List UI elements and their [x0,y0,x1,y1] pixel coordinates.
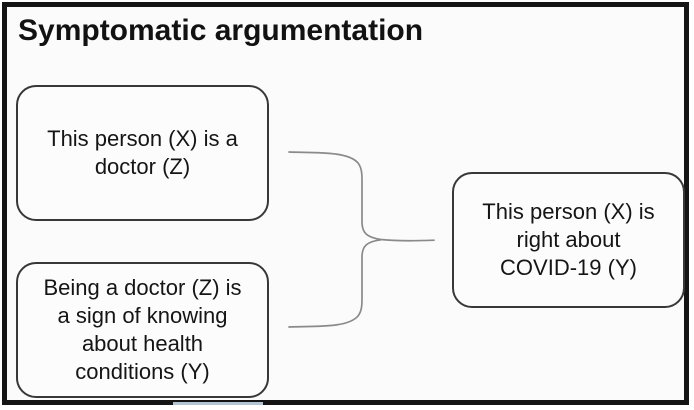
node-text-line: COVID-19 (Y) [500,255,637,280]
node-text-line: Being a doctor (Z) is [43,275,242,300]
node-premise-2: Being a doctor (Z) is a sign of knowing … [16,262,269,398]
brace-bottom-path [288,238,382,328]
node-premise-1: This person (X) is a doctor (Z) [16,85,269,221]
node-text-line: conditions (Y) [75,359,210,384]
node-conclusion: This person (X) is right about COVID-19 … [452,172,685,308]
node-text-line: doctor (Z) [94,154,191,179]
bottom-artifact-strip [173,402,263,405]
node-text-line: right about [516,227,621,252]
node-text-line: about health [81,331,204,356]
brace-top-path [288,151,435,242]
slide-title: Symptomatic argumentation [18,14,424,47]
node-text-line: a sign of knowing [57,303,228,328]
node-text-line: This person (X) is [482,199,655,224]
node-text-line: This person (X) is a [47,126,238,151]
